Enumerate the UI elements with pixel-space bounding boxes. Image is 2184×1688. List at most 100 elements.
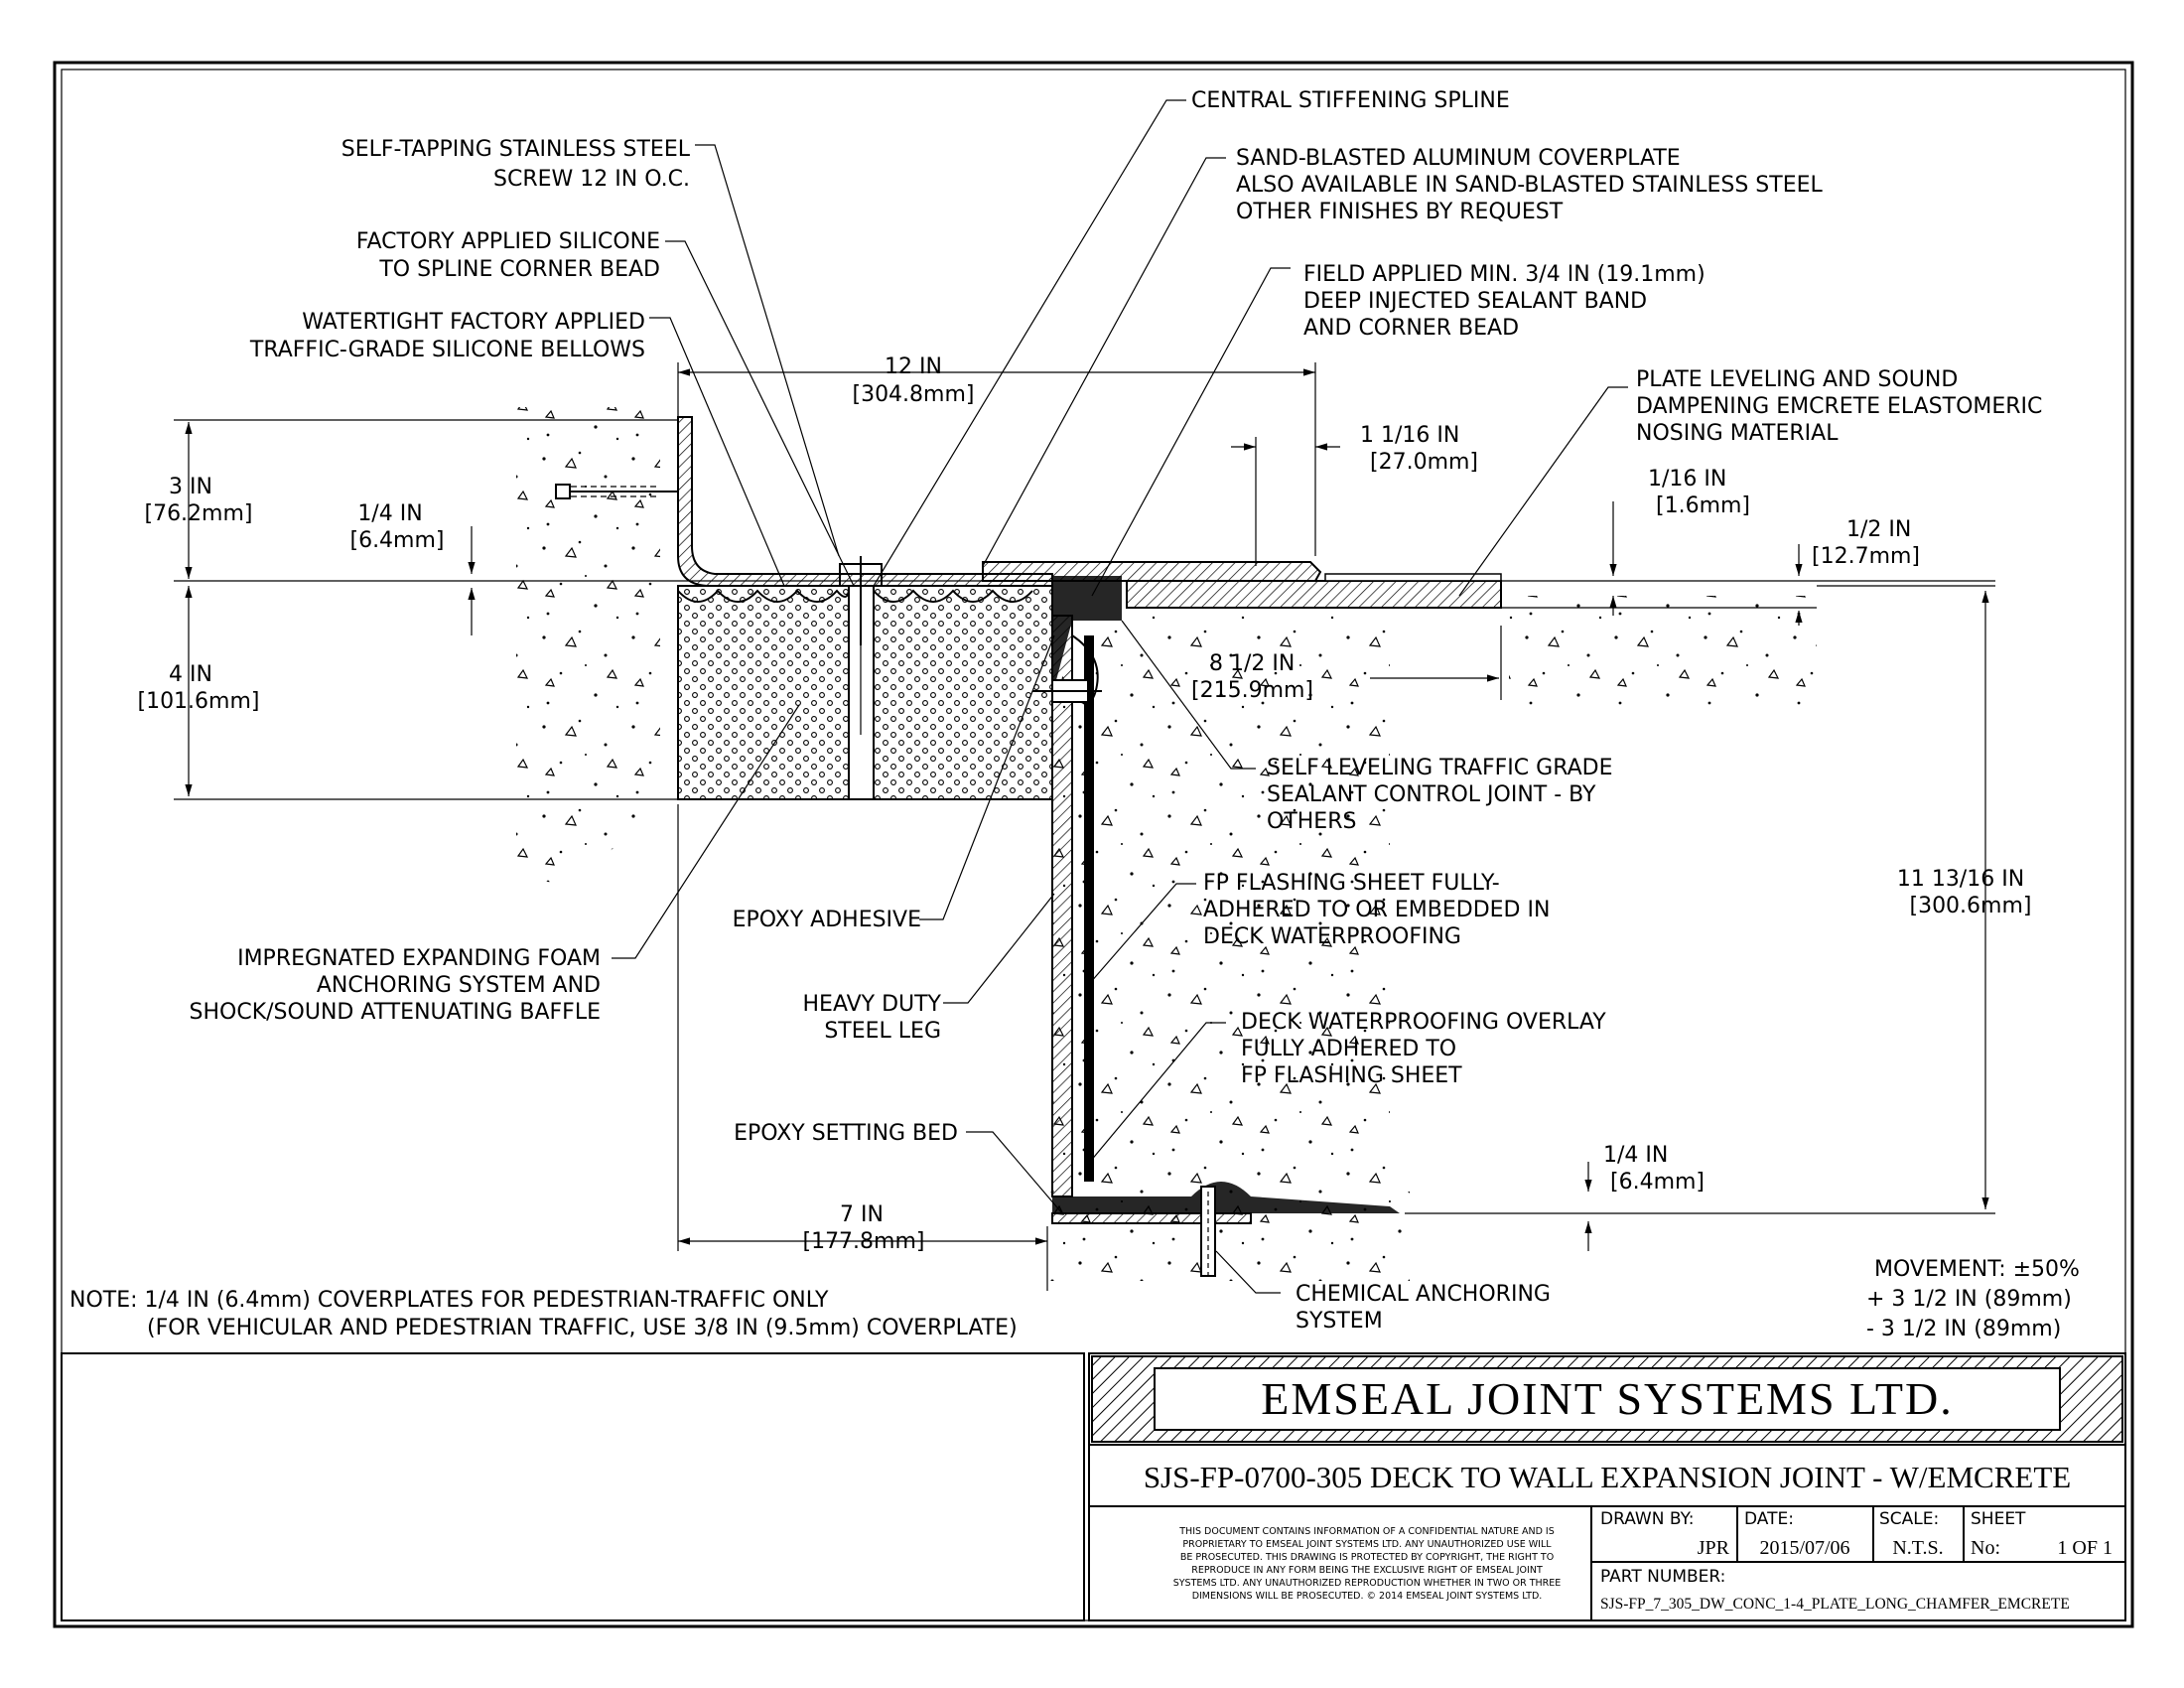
dim-4in: 4 IN xyxy=(169,662,212,687)
callout-silicone-bead-1: FACTORY APPLIED SILICONE xyxy=(356,229,660,254)
callout-bellows-1: WATERTIGHT FACTORY APPLIED xyxy=(302,310,645,335)
callout-sealant-band-3: AND CORNER BEAD xyxy=(1303,316,1519,341)
sheet-value: 1 OF 1 xyxy=(2057,1537,2113,1559)
disclaimer-line: DIMENSIONS WILL BE PROSECUTED. © 2014 EM… xyxy=(1192,1591,1543,1602)
dim-7in-mm: [177.8mm] xyxy=(802,1229,924,1254)
callout-overlay-1: DECK WATERPROOFING OVERLAY xyxy=(1241,1010,1606,1035)
dim-1-4-bottom-mm: [6.4mm] xyxy=(1610,1170,1705,1195)
dim-8-1-2-mm: [215.9mm] xyxy=(1191,678,1313,703)
epoxy-setting-bed xyxy=(1051,1212,1252,1224)
callout-labels: SELF-TAPPING STAINLESS STEEL SCREW 12 IN… xyxy=(190,88,2043,1334)
scale-label: SCALE: xyxy=(1879,1509,1939,1529)
callout-flashing-2: ADHERED TO OR EMBEDDED IN xyxy=(1203,898,1550,922)
date-value: 2015/07/06 xyxy=(1759,1537,1849,1559)
disclaimer-line: PROPRIETARY TO EMSEAL JOINT SYSTEMS LTD.… xyxy=(1182,1539,1552,1550)
section-drawing xyxy=(174,99,1995,1294)
callout-coverplate-3: OTHER FINISHES BY REQUEST xyxy=(1236,200,1564,224)
drawn-by-label: DRAWN BY: xyxy=(1600,1509,1694,1529)
callout-flashing-1: FP FLASHING SHEET FULLY- xyxy=(1203,871,1500,896)
callout-overlay-3: FP FLASHING SHEET xyxy=(1241,1063,1462,1088)
dim-11-13-16: 11 13/16 IN xyxy=(1897,867,2024,892)
movement-title: MOVEMENT: ±50% xyxy=(1874,1257,2080,1282)
callout-sealant-band-2: DEEP INJECTED SEALANT BAND xyxy=(1303,289,1647,314)
callout-bellows-2: TRAFFIC-GRADE SILICONE BELLOWS xyxy=(249,338,645,362)
callout-control-joint-2: SEALANT CONTROL JOINT - BY xyxy=(1267,782,1596,807)
deck-nosing-concrete xyxy=(1509,596,1817,705)
scale-value: N.T.S. xyxy=(1892,1537,1943,1559)
dim-1-16: 1/16 IN xyxy=(1648,467,1726,492)
left-substrate xyxy=(516,407,660,884)
callout-foam-2: ANCHORING SYSTEM AND xyxy=(317,973,601,998)
dim-1-2: 1/2 IN xyxy=(1846,517,1911,542)
dimension-lines xyxy=(174,362,1995,1291)
callout-steel-leg-1: HEAVY DUTY xyxy=(803,992,942,1017)
callout-coverplate-2: ALSO AVAILABLE IN SAND-BLASTED STAINLESS… xyxy=(1236,173,1823,198)
bellows-left xyxy=(677,589,850,603)
disclaimer-line: THIS DOCUMENT CONTAINS INFORMATION OF A … xyxy=(1178,1526,1555,1537)
emcrete-nosing xyxy=(1126,580,1502,609)
dimension-labels: 12 IN [304.8mm] 1 1/16 IN [27.0mm] 1/16 … xyxy=(137,354,2031,1254)
coverplate xyxy=(982,561,1322,582)
date-label: DATE: xyxy=(1744,1509,1794,1529)
callout-emcrete-3: NOSING MATERIAL xyxy=(1636,421,1839,446)
callout-spline: CENTRAL STIFFENING SPLINE xyxy=(1191,88,1510,113)
left-angle-plate xyxy=(677,416,1053,587)
dim-3in: 3 IN xyxy=(169,475,212,499)
flashing-bottom xyxy=(1052,1182,1400,1213)
callout-emcrete-2: DAMPENING EMCRETE ELASTOMERIC xyxy=(1636,394,2042,419)
sheet-no-label: No: xyxy=(1971,1537,2000,1559)
dim-11-13-16-mm: [300.6mm] xyxy=(1909,894,2031,918)
callout-control-joint-3: OTHERS xyxy=(1267,809,1356,834)
callout-epoxy-adhesive: EPOXY ADHESIVE xyxy=(733,908,921,932)
blank-panel xyxy=(61,1352,1085,1621)
callout-sealant-band-1: FIELD APPLIED MIN. 3/4 IN (19.1mm) xyxy=(1303,262,1706,287)
dim-8-1-2: 8 1/2 IN xyxy=(1209,651,1295,676)
callout-control-joint-1: SELF LEVELING TRAFFIC GRADE xyxy=(1267,756,1613,780)
foam-block-left xyxy=(677,585,850,800)
company-name: EMSEAL JOINT SYSTEMS LTD. xyxy=(1261,1373,1953,1424)
wall-substrate xyxy=(1052,616,1390,1211)
dim-1-2-mm: [12.7mm] xyxy=(1812,544,1920,569)
callout-setting-bed: EPOXY SETTING BED xyxy=(734,1121,958,1146)
leader-lines xyxy=(612,99,1628,1294)
sheet-label: SHEET xyxy=(1971,1509,2026,1529)
movement-minus: - 3 1/2 IN (89mm) xyxy=(1866,1317,2061,1341)
dim-1-1-16: 1 1/16 IN xyxy=(1360,423,1459,448)
drawing-title: SJS-FP-0700-305 DECK TO WALL EXPANSION J… xyxy=(1144,1460,2071,1494)
bellows-right xyxy=(873,589,1033,603)
callout-emcrete-1: PLATE LEVELING AND SOUND xyxy=(1636,367,1958,392)
callout-anchoring-2: SYSTEM xyxy=(1296,1309,1383,1334)
outer-border xyxy=(53,61,2134,1628)
callout-overlay-2: FULLY ADHERED TO xyxy=(1241,1037,1456,1061)
drawn-by-value: JPR xyxy=(1698,1537,1730,1559)
fp-flashing-sheet xyxy=(1084,635,1094,1182)
foam-block-right xyxy=(873,585,1053,800)
dim-7in: 7 IN xyxy=(840,1202,884,1227)
disclaimer: THIS DOCUMENT CONTAINS INFORMATION OF A … xyxy=(1173,1526,1562,1602)
callout-anchoring-1: CHEMICAL ANCHORING xyxy=(1296,1282,1551,1307)
dim-12in-mm: [304.8mm] xyxy=(852,382,974,407)
dim-1-1-16-mm: [27.0mm] xyxy=(1370,450,1478,475)
callout-silicone-bead-2: TO SPLINE CORNER BEAD xyxy=(378,257,660,282)
callout-screw-1: SELF-TAPPING STAINLESS STEEL xyxy=(341,137,691,162)
disclaimer-line: REPRODUCE IN ANY FORM BEING THE EXCLUSIV… xyxy=(1191,1565,1543,1576)
part-number-value: SJS-FP_7_305_DW_CONC_1-4_PLATE_LONG_CHAM… xyxy=(1600,1596,2070,1613)
callout-foam-3: SHOCK/SOUND ATTENUATING BAFFLE xyxy=(190,1000,601,1025)
dim-3in-mm: [76.2mm] xyxy=(144,501,252,526)
dim-4in-mm: [101.6mm] xyxy=(137,689,259,714)
callout-screw-2: SCREW 12 IN O.C. xyxy=(493,167,690,192)
dim-1-4-top: 1/4 IN xyxy=(357,501,422,526)
title-block: EMSEAL JOINT SYSTEMS LTD. SJS-FP-0700-30… xyxy=(61,1352,2126,1621)
part-number-label: PART NUMBER: xyxy=(1600,1567,1725,1587)
disclaimer-line: BE PROSECUTED. THIS DRAWING IS PROTECTED… xyxy=(1180,1552,1554,1563)
callout-steel-leg-2: STEEL LEG xyxy=(824,1019,941,1044)
dim-12in: 12 IN xyxy=(885,354,942,379)
dim-1-4-top-mm: [6.4mm] xyxy=(349,528,444,553)
note-line-1: NOTE: 1/4 IN (6.4mm) COVERPLATES FOR PED… xyxy=(69,1288,829,1313)
callout-coverplate-1: SAND-BLASTED ALUMINUM COVERPLATE xyxy=(1236,146,1681,171)
note-line-2: (FOR VEHICULAR AND PEDESTRIAN TRAFFIC, U… xyxy=(147,1316,1018,1340)
movement-plus: + 3 1/2 IN (89mm) xyxy=(1866,1287,2072,1312)
dim-1-16-mm: [1.6mm] xyxy=(1656,493,1750,518)
callout-flashing-3: DECK WATERPROOFING xyxy=(1203,924,1461,949)
